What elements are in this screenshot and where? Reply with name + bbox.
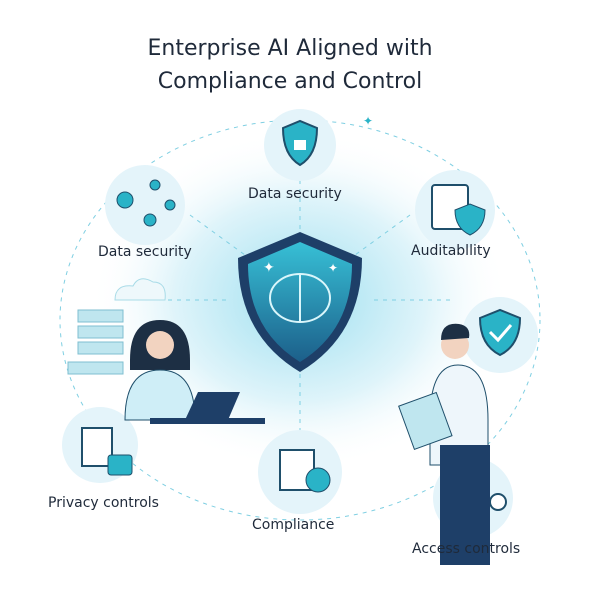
document-lock-icon bbox=[81, 427, 133, 476]
label-data-security-top: Data security bbox=[248, 186, 342, 202]
clipboard-check-icon bbox=[431, 184, 486, 236]
shield-check-icon bbox=[478, 308, 522, 357]
woman-with-laptop-figure bbox=[124, 320, 265, 424]
shield-brain-icon: ✦✦ bbox=[238, 232, 362, 372]
label-compliance: Compliance bbox=[252, 517, 335, 533]
label-auditability: Auditabllity bbox=[411, 243, 491, 259]
certificate-icon bbox=[279, 449, 331, 493]
svg-text:✦: ✦ bbox=[328, 261, 338, 275]
data-security-left-circle bbox=[105, 165, 185, 245]
title-line-2: Compliance and Control bbox=[157, 69, 423, 94]
connector-lines bbox=[150, 180, 450, 430]
label-data-security-left: Data security bbox=[98, 244, 192, 260]
man-with-clipboard-figure bbox=[398, 323, 490, 565]
lock-icon bbox=[294, 140, 306, 150]
svg-text:✦: ✦ bbox=[263, 260, 275, 276]
network-icon bbox=[116, 179, 176, 227]
server-rack-icon bbox=[67, 309, 124, 375]
label-privacy-controls: Privacy controls bbox=[48, 495, 159, 511]
sparkle-icon: ✦ bbox=[363, 114, 373, 128]
label-access-controls: Access controls bbox=[412, 541, 521, 557]
cloud-icon bbox=[114, 278, 166, 301]
title-line-1: Enterprise AI Aligned with bbox=[147, 36, 433, 61]
